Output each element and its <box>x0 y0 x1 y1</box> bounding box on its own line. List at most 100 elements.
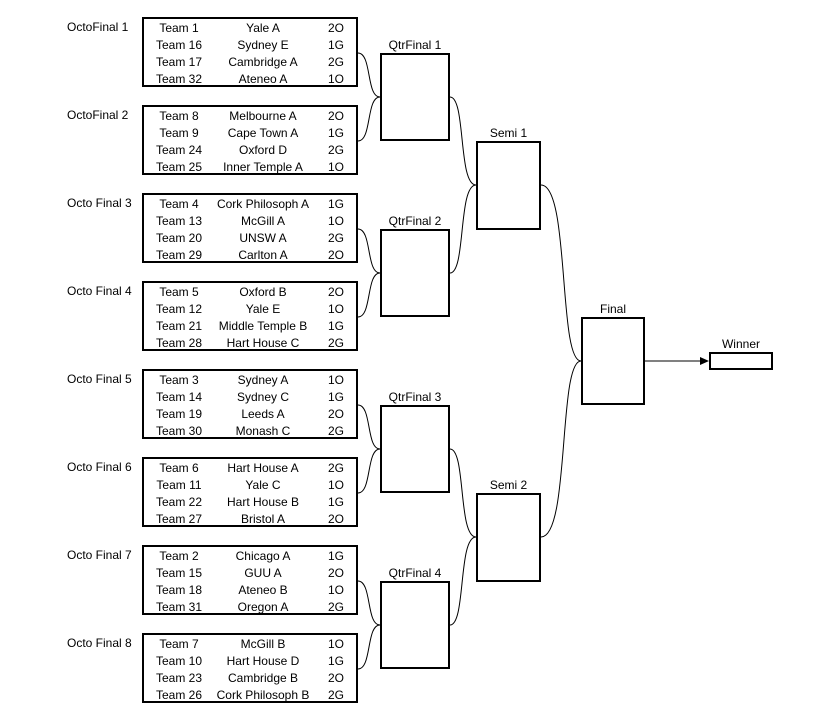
team-name: Oregon A <box>237 600 289 614</box>
team-name: Leeds A <box>241 407 285 421</box>
team-name: Inner Temple A <box>223 160 303 174</box>
team-position: 1G <box>327 126 344 140</box>
octofinal-5-label: Octo Final 5 <box>67 372 132 386</box>
team-seed: Team 9 <box>159 126 199 140</box>
connector-octo2-qtr1 <box>357 96 381 142</box>
team-position: 1O <box>327 478 344 492</box>
connector-qtr4-semi2 <box>449 536 477 626</box>
team-seed: Team 28 <box>155 336 203 350</box>
team-name: Sydney E <box>237 38 289 52</box>
team-name: Hart House A <box>227 461 299 475</box>
team-seed: Team 2 <box>159 549 199 563</box>
team-position: 2O <box>327 248 344 262</box>
qtrfinal-1-label: QtrFinal 1 <box>388 38 442 52</box>
connector-qtr3-semi2 <box>449 448 477 538</box>
team-position: 2G <box>327 688 344 702</box>
team-name: Yale C <box>245 478 281 492</box>
final-label: Final <box>599 302 626 316</box>
team-name: McGill B <box>240 637 286 651</box>
octofinal-4-label: Octo Final 4 <box>67 284 132 298</box>
arrowhead-icon <box>700 357 709 365</box>
team-position: 1G <box>327 197 344 211</box>
team-name: Yale E <box>245 302 281 316</box>
team-name: Middle Temple B <box>218 319 308 333</box>
team-seed: Team 29 <box>155 248 203 262</box>
team-name: Hart House B <box>226 495 300 509</box>
team-position: 2G <box>327 55 344 69</box>
connector-octo5-qtr3 <box>357 404 381 450</box>
team-position: 2G <box>327 461 344 475</box>
team-position: 2G <box>327 600 344 614</box>
team-position: 2O <box>327 671 344 685</box>
team-seed: Team 6 <box>159 461 199 475</box>
qtrfinal-1-box <box>380 53 450 141</box>
connector-octo8-qtr4 <box>357 624 381 670</box>
team-seed: Team 7 <box>159 637 199 651</box>
team-seed: Team 24 <box>155 143 203 157</box>
octofinal-6-label: Octo Final 6 <box>67 460 132 474</box>
team-position: 2O <box>327 21 344 35</box>
team-position: 1O <box>327 302 344 316</box>
team-name: Monash C <box>235 424 291 438</box>
connector-qtr2-semi1 <box>449 184 477 274</box>
connector-octo7-qtr4 <box>357 580 381 626</box>
team-row: Team 14 Sydney C 1G <box>144 389 356 406</box>
semifinal-1-box <box>476 141 541 230</box>
connector-semi2-final <box>540 360 582 538</box>
team-seed: Team 14 <box>155 390 203 404</box>
team-seed: Team 15 <box>155 566 203 580</box>
team-position: 2G <box>327 143 344 157</box>
team-position: 2O <box>327 512 344 526</box>
team-seed: Team 20 <box>155 231 203 245</box>
team-name: Cambridge B <box>227 671 299 685</box>
team-position: 1G <box>327 390 344 404</box>
winner-box <box>709 352 773 370</box>
team-seed: Team 13 <box>155 214 203 228</box>
team-position: 1O <box>327 72 344 86</box>
connector-octo3-qtr2 <box>357 228 381 274</box>
team-name: Bristol A <box>240 512 285 526</box>
semifinal-2-box <box>476 493 541 582</box>
semifinal-2-label: Semi 2 <box>489 478 528 492</box>
team-name: Yale A <box>246 21 280 35</box>
team-seed: Team 30 <box>155 424 203 438</box>
team-seed: Team 19 <box>155 407 203 421</box>
team-name: Oxford D <box>238 143 287 157</box>
team-position: 1O <box>327 214 344 228</box>
octofinal-8-label: Octo Final 8 <box>67 636 132 650</box>
team-position: 1O <box>327 373 344 387</box>
connector-octo6-qtr3 <box>357 448 381 494</box>
team-seed: Team 12 <box>155 302 203 316</box>
team-seed: Team 32 <box>155 72 203 86</box>
team-name: Hart House C <box>226 336 300 350</box>
team-position: 1G <box>327 549 344 563</box>
team-seed: Team 22 <box>155 495 203 509</box>
winner-label: Winner <box>721 337 760 351</box>
team-seed: Team 21 <box>155 319 203 333</box>
team-position: 2O <box>327 407 344 421</box>
team-name: Ateneo B <box>238 583 288 597</box>
team-name: Ateneo A <box>238 72 288 86</box>
qtrfinal-3-box <box>380 405 450 493</box>
team-name: Sydney C <box>236 390 290 404</box>
